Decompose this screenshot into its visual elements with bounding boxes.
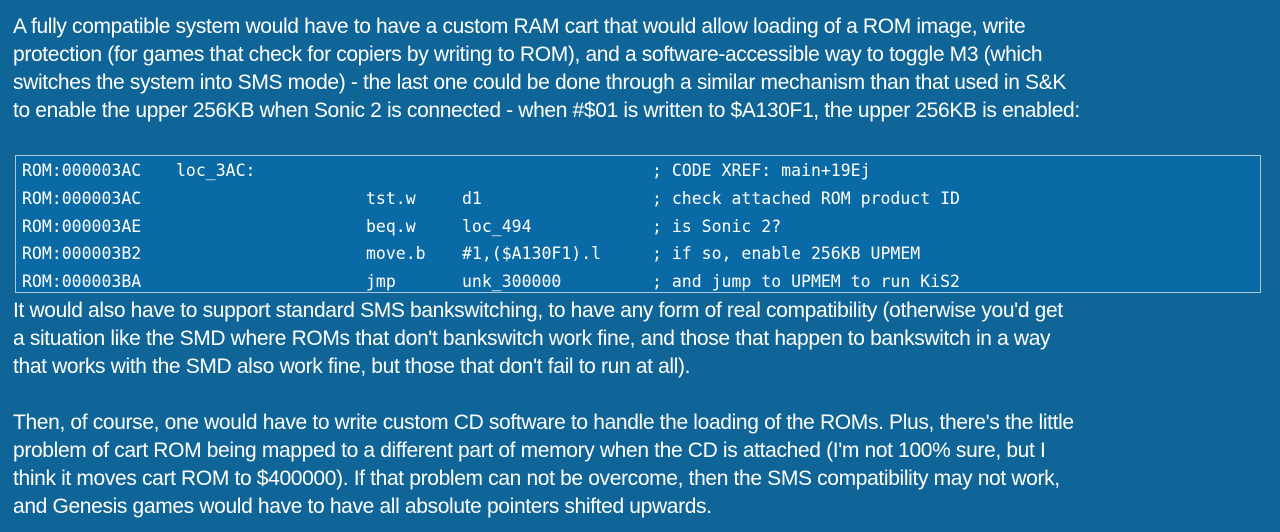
code-operand: unk_300000 [462,272,562,291]
code-mnemonic: move.b [366,244,426,263]
code-address: ROM:000003AC [22,189,142,208]
code-address: ROM:000003BA [22,272,142,291]
code-address: ROM:000003AE [22,217,142,236]
code-comment: ; CODE XREF: main+19Ej [652,161,871,180]
code-comment: ; is Sonic 2? [652,217,782,236]
code-line: ROM:000003AE beq.w loc_494 ; is Sonic 2? [16,213,1260,241]
code-line: ROM:000003AC tst.w d1 ; check attached R… [16,185,1260,213]
text-line: Then, of course, one would have to write… [13,411,1074,434]
paragraph-bankswitching: It would also have to support standard S… [13,297,1271,381]
code-line: ROM:000003AC loc_3AC: ; CODE XREF: main+… [16,157,1260,185]
code-comment: ; and jump to UPMEM to run KiS2 [652,272,960,291]
text-line: that works with the SMD also work fine, … [13,355,691,378]
code-mnemonic: jmp [366,272,396,291]
code-address: ROM:000003AC [22,161,142,180]
code-address: ROM:000003B2 [22,244,142,263]
code-comment: ; if so, enable 256KB UPMEM [652,244,921,263]
code-line: ROM:000003B2 move.b #1,($A130F1).l ; if … [16,240,1260,268]
code-block: ROM:000003AC loc_3AC: ; CODE XREF: main+… [15,155,1261,293]
code-line: ROM:000003BA jmp unk_300000 ; and jump t… [16,268,1260,296]
code-operand: #1,($A130F1).l [462,244,602,263]
text-line: switches the system into SMS mode) - the… [13,71,1067,94]
code-comment: ; check attached ROM product ID [652,189,960,208]
code-mnemonic: beq.w [366,217,416,236]
text-line: It would also have to support standard S… [13,299,1063,322]
code-label: loc_3AC: [176,161,256,180]
code-operand: d1 [462,189,482,208]
text-line: A fully compatible system would have to … [13,15,1026,38]
code-operand: loc_494 [462,217,532,236]
paragraph-cd-software: Then, of course, one would have to write… [13,409,1271,521]
text-line: and Genesis games would have to have all… [13,495,712,518]
text-line: protection (for games that check for cop… [13,43,1043,66]
paragraph-intro: A fully compatible system would have to … [13,13,1271,125]
text-line: to enable the upper 256KB when Sonic 2 i… [13,99,1080,122]
text-line: problem of cart ROM being mapped to a di… [13,439,1046,462]
text-line: a situation like the SMD where ROMs that… [13,327,1051,350]
text-line: think it moves cart ROM to $400000). If … [13,467,1060,490]
code-mnemonic: tst.w [366,189,416,208]
